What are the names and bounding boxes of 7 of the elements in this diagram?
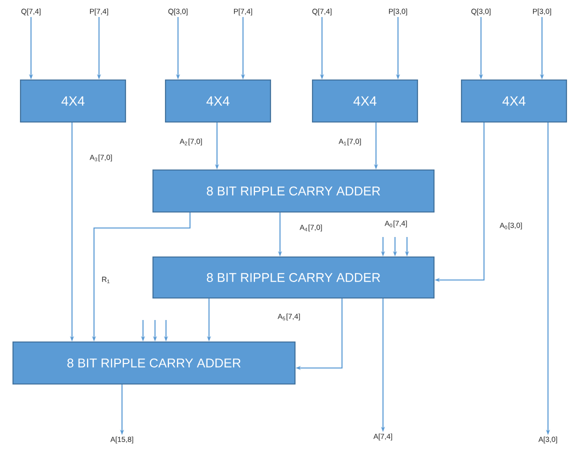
multiplier-box: 4X4 <box>312 79 418 123</box>
adder-box: 8 BIT RIPPLE CARRY ADDER <box>12 341 296 385</box>
adder-box: 8 BIT RIPPLE CARRY ADDER <box>152 256 435 299</box>
adder-box: 8 BIT RIPPLE CARRY ADDER <box>152 169 435 213</box>
multiplier-box: 4X4 <box>460 79 568 123</box>
multiplier-box: 4X4 <box>20 79 126 123</box>
multiplier-box: 4X4 <box>164 79 272 123</box>
